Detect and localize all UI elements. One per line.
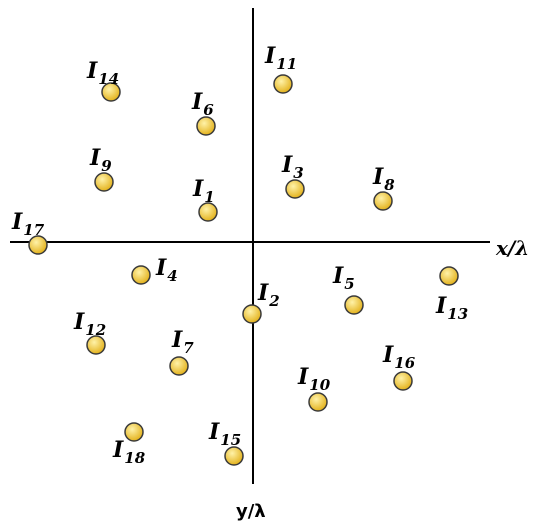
marker-dot-5	[344, 295, 364, 315]
marker-dot-15	[224, 446, 244, 466]
marker-dot-8	[373, 191, 393, 211]
marker-label-11: I11	[264, 43, 297, 73]
marker-label-17: I17	[11, 209, 45, 239]
marker-label-9: I9	[89, 145, 112, 175]
marker-dot-2	[242, 304, 262, 324]
marker-dot-3	[285, 179, 305, 199]
x-axis-label: x/λ	[495, 236, 529, 260]
marker-dot-4	[131, 265, 151, 285]
marker-label-4: I4	[155, 255, 178, 285]
marker-label-16: I16	[382, 342, 416, 372]
marker-label-14: I14	[86, 58, 119, 88]
marker-label-1: I1	[192, 176, 215, 206]
marker-label-3: I3	[281, 152, 304, 182]
marker-dot-17	[28, 235, 48, 255]
marker-label-7: I7	[171, 327, 194, 357]
marker-label-6: I6	[191, 89, 214, 119]
marker-label-12: I12	[73, 309, 106, 339]
marker-dot-14	[101, 82, 121, 102]
marker-label-15: I15	[208, 419, 241, 449]
marker-label-18: I18	[112, 437, 146, 467]
marker-label-2: I2	[257, 280, 280, 310]
marker-dot-9	[94, 172, 114, 192]
marker-dot-1	[198, 202, 218, 222]
marker-label-8: I8	[372, 164, 395, 194]
y-axis-label: y/λ	[236, 501, 266, 522]
marker-dot-11	[273, 74, 293, 94]
marker-dot-6	[196, 116, 216, 136]
marker-label-5: I5	[332, 263, 355, 293]
marker-dot-16	[393, 371, 413, 391]
marker-dot-13	[439, 266, 459, 286]
marker-dot-12	[86, 335, 106, 355]
marker-label-13: I13	[435, 293, 468, 323]
marker-dot-10	[308, 392, 328, 412]
marker-dot-18	[124, 422, 144, 442]
marker-label-10: I10	[297, 364, 331, 394]
marker-dot-7	[169, 356, 189, 376]
